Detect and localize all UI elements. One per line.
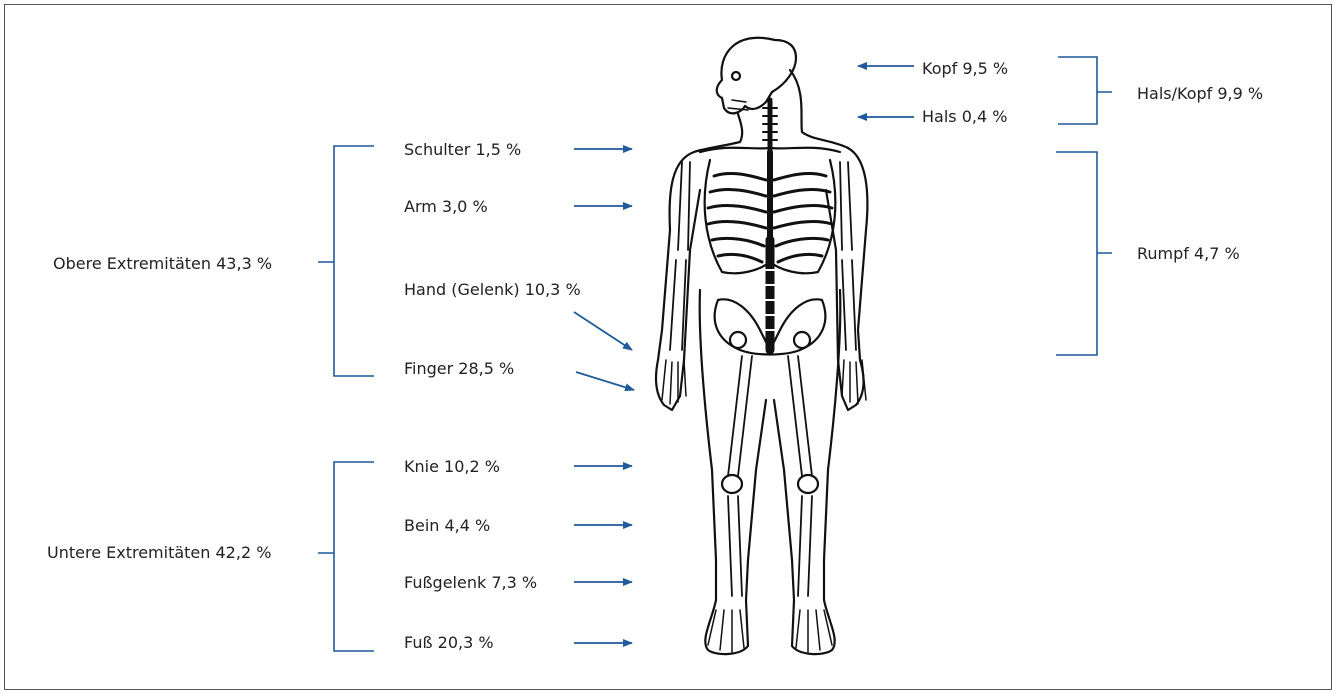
skeleton-figure-icon <box>656 38 867 654</box>
arrow-hand <box>574 312 632 350</box>
bracket-untere <box>318 462 374 651</box>
bracket-rumpf <box>1056 152 1112 355</box>
bracket-hals-kopf <box>1058 57 1112 124</box>
bracket-obere <box>318 146 374 376</box>
arrow-finger <box>576 372 634 390</box>
arrows <box>574 66 914 643</box>
